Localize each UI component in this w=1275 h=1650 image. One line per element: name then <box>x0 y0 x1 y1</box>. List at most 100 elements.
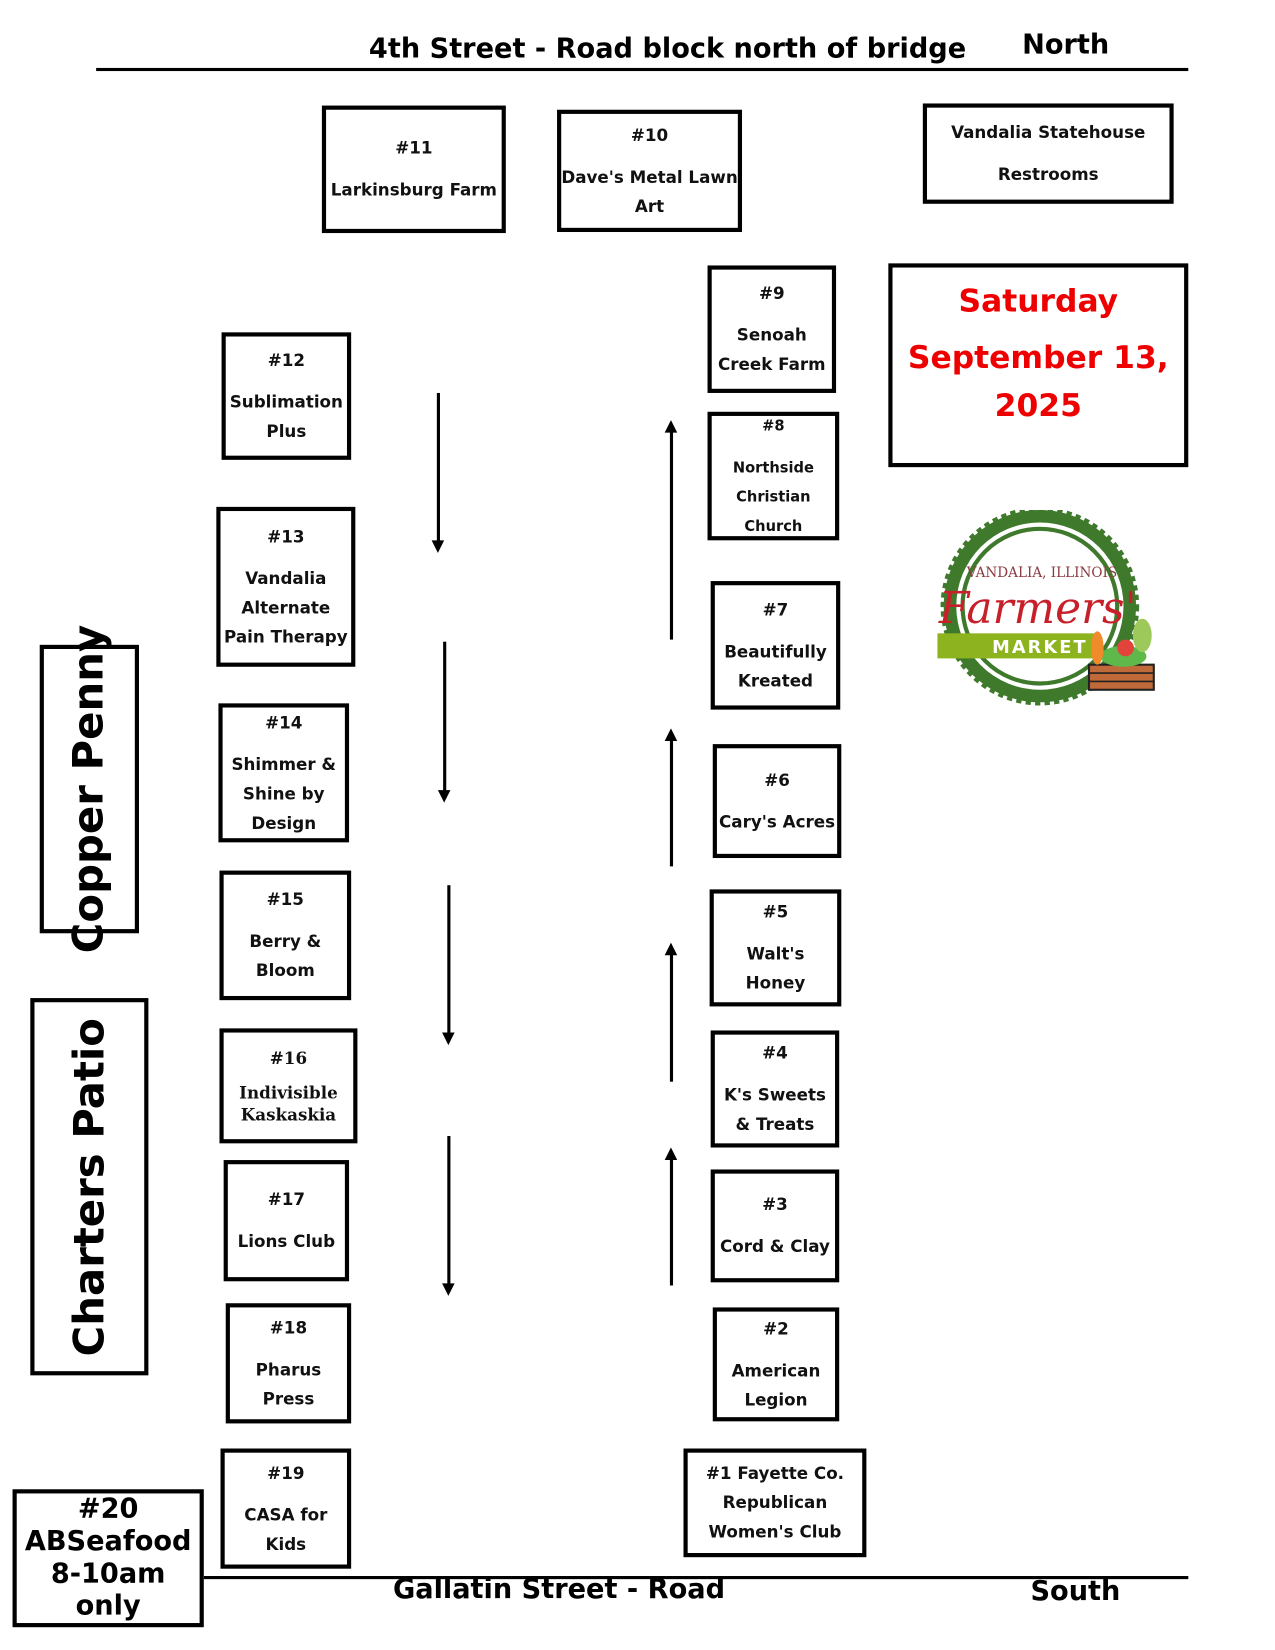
booth-name-line: K's Sweets <box>723 1084 826 1105</box>
booth-name-line: Cary's Acres <box>719 811 836 832</box>
booth-20-number: #20 <box>77 1493 139 1525</box>
booth-number: #8 <box>762 417 785 435</box>
booth-number: #6 <box>764 769 790 790</box>
booth-name-line: Sublimation <box>229 391 343 412</box>
booth-number: #17 <box>267 1189 305 1210</box>
booth-name-line: Creek Farm <box>718 354 826 375</box>
booth-name-line: Kaskaskia <box>240 1104 337 1125</box>
booth-name-line: Dave's Metal Lawn <box>561 166 738 187</box>
booth-name-line: Republican <box>722 1492 828 1513</box>
farmers-market-logo: VANDALIA, ILLINOIS Farmers' MARKET <box>937 510 1155 706</box>
booth-name-line: Pain Therapy <box>224 626 348 647</box>
booth-name-line: Honey <box>745 972 806 993</box>
booth-20-note: 8-10am only <box>50 1558 166 1622</box>
booth-name-line: Alternate <box>241 597 331 618</box>
restrooms-line2: Restrooms <box>997 164 1099 184</box>
booth-name-line: Berry & <box>249 931 322 952</box>
booth-20: #20 ABSeafood 8-10am only <box>12 1489 204 1628</box>
restrooms-line1: Vandalia Statehouse <box>951 122 1146 143</box>
booth-name-line: Northside <box>732 459 814 477</box>
booth-number: #10 <box>630 124 669 145</box>
booth-number: #7 <box>762 599 789 620</box>
arrow-down-2 <box>437 641 451 803</box>
restrooms-box: Vandalia Statehouse Restrooms <box>922 103 1174 204</box>
booth-number: #12 <box>267 350 305 370</box>
top-street-line <box>96 67 1189 72</box>
svg-text:MARKET: MARKET <box>992 638 1088 658</box>
arrow-up-1 <box>664 420 678 640</box>
booth-name-line: Pharus <box>255 1359 322 1380</box>
booth-name-line: Kids <box>265 1533 307 1554</box>
booth-name-line: & Treats <box>735 1114 815 1134</box>
charters-patio-label: Charters Patio <box>65 1017 114 1356</box>
date-box: Saturday September 13, 2025 <box>888 263 1189 468</box>
copper-penny-label: Copper Penny <box>65 624 114 954</box>
booth-name-line: Shimmer & <box>231 754 336 774</box>
booth-name-line: Larkinsburg Farm <box>330 179 497 200</box>
booth-number: #5 <box>762 901 789 922</box>
booth-name-line: Women's Club <box>708 1521 842 1542</box>
booth-name-line: Design <box>251 812 317 833</box>
booth-name-line: American <box>731 1360 821 1381</box>
booth-name-line: Walt's <box>746 943 805 964</box>
booth-name-line: Indivisible <box>239 1082 338 1103</box>
booth-number: #16 <box>269 1047 308 1068</box>
booth-name-line: Press <box>262 1388 315 1409</box>
booth-number: #4 <box>762 1043 788 1063</box>
booth-20-name: ABSeafood <box>24 1525 192 1558</box>
booth-name-line: Kreated <box>737 670 814 691</box>
booth-name-line: Lions Club <box>237 1231 336 1251</box>
booth-name-line: Vandalia <box>245 568 327 588</box>
svg-text:VANDALIA, ILLINOIS: VANDALIA, ILLINOIS <box>966 565 1118 581</box>
booth-name-line: Art <box>634 195 665 216</box>
booth-name-line: CASA for <box>244 1504 328 1525</box>
booth-name-line: Christian Church <box>736 488 811 535</box>
booth-name-line: Senoah <box>736 325 807 345</box>
booth-name-line: #1 Fayette Co. <box>705 1463 845 1483</box>
booth-number: #2 <box>763 1318 789 1339</box>
booth-name-line: Cord & Clay <box>719 1236 830 1257</box>
booth-number: #15 <box>266 889 304 910</box>
bottom-street-line <box>203 1576 1189 1580</box>
booth-number: #19 <box>267 1462 305 1483</box>
copper-penny-box: Copper Penny <box>39 625 139 953</box>
date-day: Saturday <box>958 283 1119 320</box>
date-month: September 13, <box>907 339 1169 377</box>
booth-number: #9 <box>758 283 785 304</box>
north-label: North <box>1022 29 1110 61</box>
booth-number: #14 <box>265 712 303 733</box>
south-label: South <box>1030 1576 1121 1608</box>
arrow-up-4 <box>664 1147 678 1286</box>
booth-number: #3 <box>762 1194 788 1215</box>
booth-number: #18 <box>269 1317 308 1338</box>
booth-name-line: Bloom <box>255 960 315 981</box>
logo-script: Farmers' <box>938 583 1137 634</box>
booth-name-line: Beautifully <box>724 641 827 662</box>
arrow-down-4 <box>442 1136 455 1296</box>
booth-number: #11 <box>395 137 433 158</box>
booth-name-line: Plus <box>266 421 307 442</box>
bottom-street-label: Gallatin Street - Road <box>392 1573 726 1606</box>
arrow-down-3 <box>442 885 455 1046</box>
booth-name-line: Legion <box>744 1389 808 1410</box>
top-street-label: 4th Street - Road block north of bridge <box>368 33 967 65</box>
arrow-down-1 <box>431 392 445 553</box>
booth-name-line: Shine by <box>242 783 325 804</box>
